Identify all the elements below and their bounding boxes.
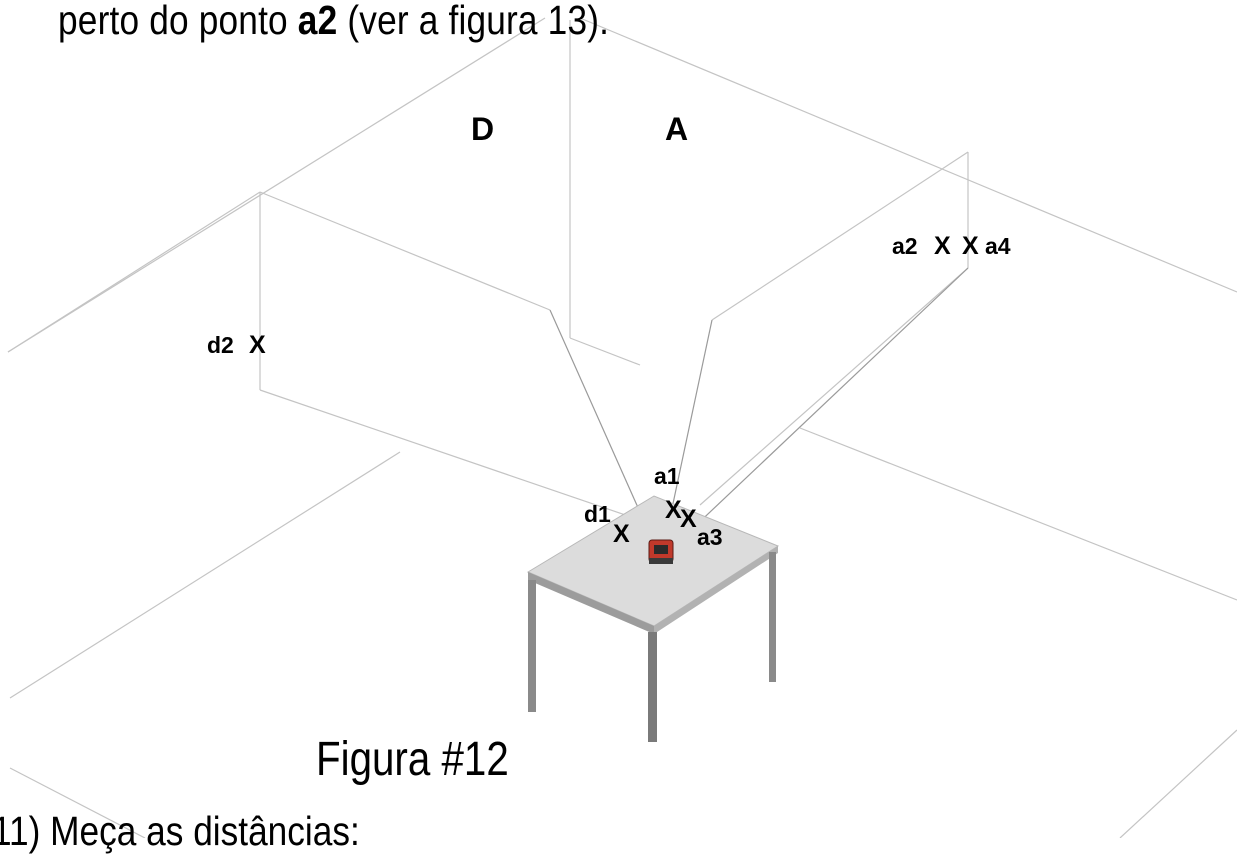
heading-point-name: a2 [297,0,338,43]
floor-corner-edge [569,337,641,366]
point-label-a3: a3 [697,524,723,550]
heading-prefix: perto do ponto [58,0,298,43]
table-right-edge [654,546,778,634]
table-leg-left [528,580,536,712]
heading-text: perto do ponto a2 (ver a figura 13). [58,0,609,41]
wall-label-d: D [471,111,495,147]
point-mark-d2: X [249,331,266,359]
point-mark-a4: X [962,232,979,260]
ceiling-left-edge [7,17,546,353]
right-wall-bottom-edge [699,267,969,506]
laser-level-device [648,539,674,564]
point-label-d2: d2 [207,332,234,358]
ceiling-right-edge [579,17,1237,293]
laser-beam-right [671,267,969,549]
laser-beams [549,267,969,549]
point-mark-a3: X [680,505,697,533]
table-front-edge [528,572,654,634]
point-label-a4: a4 [985,233,1011,259]
floor-bottom-left-edge [9,767,146,838]
room-outline [7,17,1237,838]
floor-left-edge [9,451,401,699]
left-wall-bottom-edge [259,389,641,521]
left-wall-upper-bevel [7,191,261,353]
point-label-a1: a1 [654,463,680,489]
table-leg-front [648,632,657,742]
point-label-d1: d1 [584,501,611,527]
figure-caption: Figura #12 [316,733,509,786]
floor-bottom-right-edge [1119,729,1237,838]
point-mark-a2: X [934,232,951,260]
point-mark-a1: X [665,496,682,524]
point-mark-d1: X [613,520,630,548]
heading-suffix: (ver a figura 13). [337,0,610,43]
bottom-step-text: 11) Meça as distâncias: [0,808,360,854]
table [526,495,780,742]
point-label-a2: a2 [892,233,918,259]
floor-right-edge [799,427,1237,601]
left-wall-top-edge [259,191,551,311]
right-wall-top-edge [711,151,969,321]
table-leg-right [769,552,776,682]
wall-label-a: A [665,111,689,147]
